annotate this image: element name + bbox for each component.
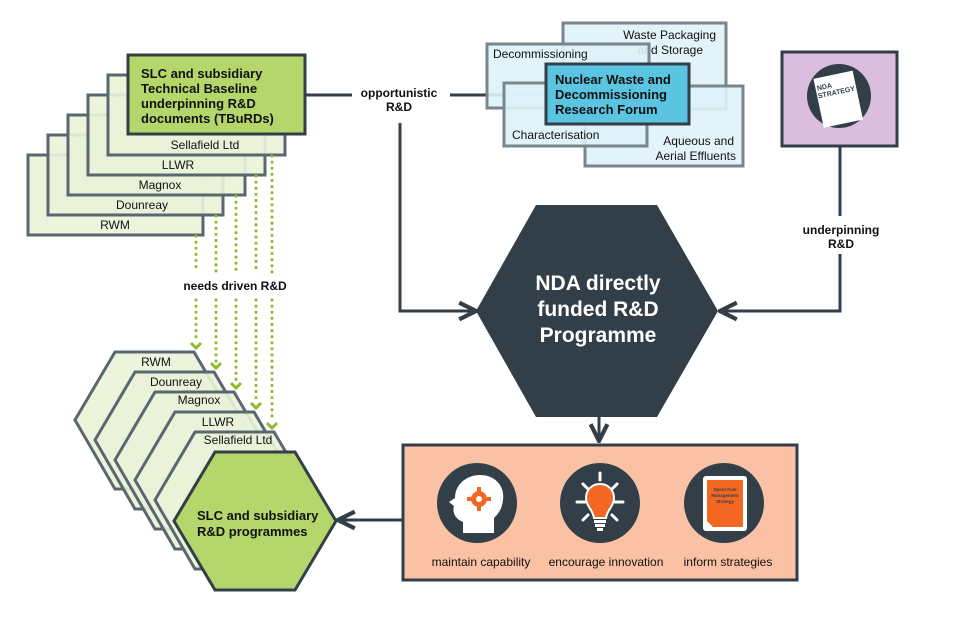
doc-icon-text: Spent Fuel	[713, 487, 736, 492]
underpinning-label: underpinning	[803, 223, 880, 237]
chevron-down-icon	[265, 421, 279, 431]
outcome-label: maintain capability	[432, 555, 531, 569]
doc-icon-text: Strategy	[716, 499, 735, 504]
research-forum-cluster: Waste Packaging and Storage Decommission…	[485, 21, 745, 168]
forum-title-line: Nuclear Waste and	[555, 72, 671, 87]
tburd-title-line: underpinning R&D	[141, 96, 256, 111]
slc-programmes-title-line: SLC and subsidiary	[197, 508, 319, 523]
chevron-down-icon	[229, 381, 243, 391]
topic-label: Characterisation	[512, 128, 599, 142]
outcome-label: inform strategies	[684, 555, 773, 569]
slc-programme-stack: RWM Dounreay Magnox LLWR Sellafield Ltd …	[73, 350, 338, 592]
lightbulb-icon	[575, 471, 625, 531]
nda-programme-title-line: NDA directly	[535, 272, 661, 295]
tburd-document-stack: RWM Dounreay Magnox LLWR Sellafield Ltd …	[26, 53, 307, 237]
strategy-icon-text: NDA	[816, 83, 832, 93]
slc-programmes-hexagon[interactable]: SLC and subsidiary R&D programmes	[172, 450, 338, 592]
slc-org-label: Sellafield Ltd	[204, 433, 273, 447]
tburd-doc-label: Magnox	[139, 178, 182, 192]
underpinning-connector: underpinning R&D	[720, 146, 879, 311]
nda-strategy-box[interactable]: NDA STRATEGY	[780, 50, 899, 148]
slc-org-label: Magnox	[178, 393, 221, 407]
opportunistic-connector: opportunistic R&D	[305, 86, 546, 311]
outcomes-box: maintain capability encourage i	[401, 443, 799, 582]
topic-label: and Storage	[638, 43, 704, 57]
opportunistic-label: R&D	[386, 100, 412, 114]
topic-label: Waste Packaging	[623, 28, 716, 42]
tburd-doc-label: LLWR	[162, 158, 195, 172]
slc-org-label: LLWR	[202, 415, 235, 429]
forum-title-line: Research Forum	[555, 102, 658, 117]
needs-driven-arrowheads	[189, 341, 279, 431]
outcome-label: encourage innovation	[549, 555, 664, 569]
tburd-doc-label: Sellafield Ltd	[171, 138, 240, 152]
nda-programme-title-line: funded R&D	[537, 298, 658, 321]
doc-icon-text: Management	[711, 493, 739, 498]
head-gear-icon	[449, 475, 504, 533]
topic-label: Decommissioning	[493, 47, 588, 61]
forum-title-box[interactable]: Nuclear Waste and Decommissioning Resear…	[544, 62, 691, 126]
nda-programme-title-line: Programme	[540, 324, 657, 347]
chevron-down-icon	[209, 361, 223, 371]
tburd-doc-label: Dounreay	[116, 198, 168, 212]
opportunistic-arrow	[398, 123, 476, 311]
slc-org-label: RWM	[141, 355, 171, 369]
underpinning-label: R&D	[828, 237, 854, 251]
slc-org-label: Dounreay	[150, 375, 202, 389]
tburd-title-line: SLC and subsidiary	[141, 66, 263, 81]
tburd-doc-label: RWM	[100, 218, 130, 232]
needs-driven-connectors	[194, 154, 274, 424]
underpinning-arrow	[720, 254, 842, 311]
slc-programmes-title-line: R&D programmes	[197, 524, 308, 539]
outcome-encourage-innovation[interactable]: encourage innovation	[549, 463, 664, 569]
forum-title-line: Decommissioning	[555, 87, 667, 102]
opportunistic-label: opportunistic	[361, 86, 438, 100]
tburd-title-line: documents (TBuRDs)	[141, 111, 274, 126]
tburd-title-line: Technical Baseline	[141, 81, 257, 96]
outcome-maintain-capability[interactable]: maintain capability	[432, 463, 531, 569]
needs-driven-label: needs driven R&D	[183, 279, 287, 293]
tburd-title-box[interactable]: SLC and subsidiary Technical Baseline un…	[126, 53, 307, 136]
topic-label: Aqueous and	[663, 134, 734, 148]
strategy-document-icon: Spent Fuel Management Strategy	[703, 476, 747, 531]
chevron-down-icon	[189, 341, 203, 351]
nda-programme-hexagon[interactable]: NDA directly funded R&D Programme	[476, 205, 718, 417]
chevron-down-icon	[249, 401, 263, 411]
topic-label: Aerial Effluents	[656, 149, 737, 163]
strategy-document-icon: NDA STRATEGY	[807, 64, 871, 128]
outcome-inform-strategies[interactable]: Spent Fuel Management Strategy inform st…	[684, 463, 773, 569]
